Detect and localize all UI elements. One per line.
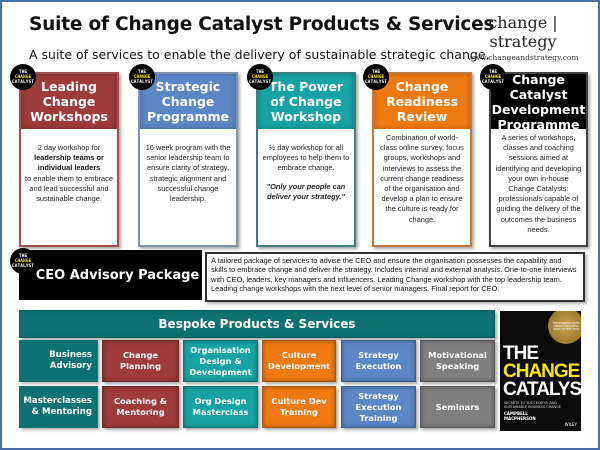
book-author: CAMPBELL MACPHERSON: [504, 411, 536, 421]
bespoke-service-tile: Strategy Execution Training: [341, 386, 416, 428]
card-quote: "Only your people can deliver your strat…: [266, 181, 346, 201]
logo-name: change | strategy: [488, 13, 558, 51]
card-description: ½ day workshop for all employees to help…: [262, 143, 350, 201]
bespoke-service-tile: Culture Development: [262, 340, 336, 382]
company-logo: change | strategy www.changeandstrategy.…: [457, 13, 589, 62]
card-title: Leading Change Workshops: [21, 74, 117, 129]
card-title: Strategic Change Programme: [140, 74, 236, 129]
service-card: Strategic Change Programme 16 week progra…: [138, 72, 238, 247]
bespoke-service-tile: Change Planning: [102, 340, 179, 382]
card-title: Change Catalyst Development Programme: [491, 72, 586, 132]
book-publisher: WILEY: [564, 422, 577, 427]
card-description: 16 week program with the senior leadersh…: [145, 143, 231, 204]
bespoke-header: Bespoke Products & Services: [19, 310, 495, 338]
bespoke-service-tile: Coaching & Mentoring: [102, 386, 179, 428]
service-card: Leading Change Workshops 2 day workshop f…: [19, 72, 119, 247]
award-seal: THE BUSINESS BOOK AWARDS BUSINESS BOOK O…: [548, 311, 581, 344]
book-cover-image: THE BUSINESS BOOK AWARDS BUSINESS BOOK O…: [500, 311, 581, 431]
bespoke-row-label: Business Advisory: [19, 340, 98, 382]
bespoke-service-tile: Seminars: [420, 386, 495, 428]
bespoke-service-tile: Org Design Masterclass: [183, 386, 258, 428]
book-subtitle: SECRETS TO SUCCESSFUL AND SUSTAINABLE BU…: [504, 401, 561, 409]
bespoke-row-label: Masterclasses & Mentoring: [19, 386, 98, 428]
ceo-advisory-description: A tailored package of services to advise…: [205, 252, 585, 302]
service-card: The Power of Change Workshop ½ day worksh…: [256, 72, 356, 247]
logo-url: www.changeandstrategy.com: [467, 53, 579, 62]
card-description: Combination of world-class online survey…: [380, 133, 464, 224]
card-title: The Power of Change Workshop: [258, 74, 354, 129]
bespoke-service-tile: Culture Dev Training: [262, 386, 336, 428]
card-description: A series of workshops, classes and coach…: [495, 133, 582, 234]
bespoke-service-tile: Strategy Execution: [341, 340, 416, 382]
bespoke-service-tile: Motivational Speaking: [420, 340, 495, 382]
card-title: Change Readiness Review: [374, 74, 470, 129]
bespoke-service-tile: Organisation Design & Development: [183, 340, 258, 382]
page-title: Suite of Change Catalyst Products & Serv…: [29, 14, 495, 35]
ceo-advisory-package-title: CEO Advisory Package: [19, 250, 202, 300]
page-subtitle: A suite of services to enable the delive…: [29, 47, 490, 62]
